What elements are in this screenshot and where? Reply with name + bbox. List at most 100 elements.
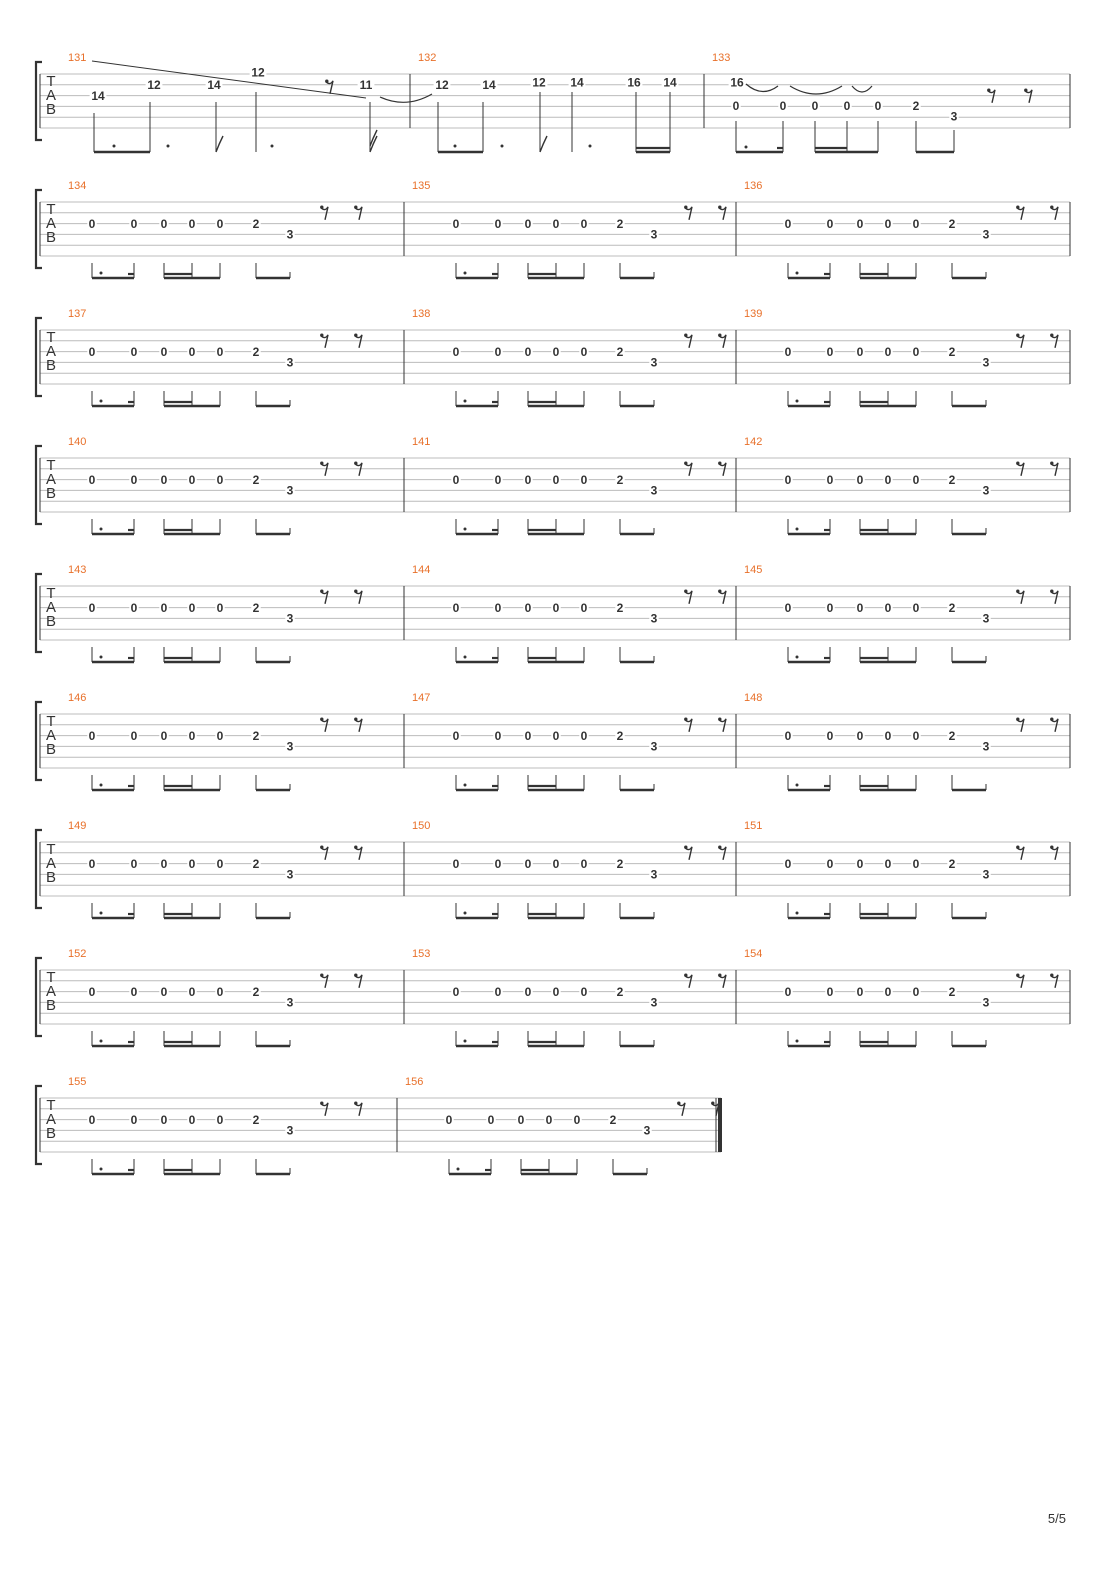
fret-number: 0 <box>553 857 560 871</box>
fret-mask <box>572 1113 582 1127</box>
fret-mask <box>285 995 295 1009</box>
system-bracket <box>34 572 42 654</box>
fret-mask <box>615 473 625 487</box>
fret-mask <box>187 1113 197 1127</box>
fret-mask <box>516 1113 526 1127</box>
dot-augmentation <box>99 783 103 787</box>
fret-number: 0 <box>495 729 502 743</box>
fret-number: 14 <box>482 78 496 92</box>
eighth-rest-dot <box>320 333 324 337</box>
fret-mask <box>486 1113 496 1127</box>
fret-number: 0 <box>89 473 96 487</box>
note-flag <box>539 135 548 153</box>
eighth-rest-dot <box>320 461 324 465</box>
fret-mask <box>187 729 197 743</box>
fret-number: 2 <box>949 217 956 231</box>
fret-number: 2 <box>610 1113 617 1127</box>
dot-augmentation <box>463 399 467 403</box>
fret-number: 0 <box>189 473 196 487</box>
fret-number: 3 <box>983 868 990 882</box>
fret-number: 0 <box>161 217 168 231</box>
fret-mask <box>649 227 659 241</box>
dot-augmentation <box>795 655 799 659</box>
fret-mask <box>947 345 957 359</box>
fret-mask <box>649 483 659 497</box>
eighth-rest-dot <box>684 717 688 721</box>
tab-clef-letter: T <box>46 713 55 730</box>
tab-clef-letter: A <box>46 727 56 744</box>
dot-augmentation <box>99 271 103 275</box>
fret-number: 0 <box>488 1113 495 1127</box>
fret-mask <box>783 729 793 743</box>
fret-number: 14 <box>570 75 584 89</box>
measure: 133 <box>712 52 730 64</box>
fret-number: 2 <box>949 601 956 615</box>
fret-mask <box>911 729 921 743</box>
fret-number: 0 <box>495 217 502 231</box>
measure-number: 149 <box>68 820 86 832</box>
fret-number: 0 <box>553 345 560 359</box>
measure-number: 134 <box>68 180 86 192</box>
fret-number: 0 <box>189 345 196 359</box>
fret-number: 3 <box>287 356 294 370</box>
fret-mask <box>981 739 991 753</box>
fret-number: 0 <box>875 99 882 113</box>
fret-mask <box>251 473 261 487</box>
fret-number: 0 <box>857 729 864 743</box>
fret-number: 0 <box>827 729 834 743</box>
fret-mask <box>451 345 461 359</box>
fret-mask <box>480 78 498 92</box>
fret-mask <box>129 857 139 871</box>
fret-number: 3 <box>983 612 990 626</box>
fret-mask <box>215 857 225 871</box>
fret-mask <box>615 857 625 871</box>
fret-number: 0 <box>885 217 892 231</box>
fret-number: 0 <box>217 985 224 999</box>
fret-mask <box>493 217 503 231</box>
fret-mask <box>215 217 225 231</box>
fret-mask <box>493 729 503 743</box>
fret-mask <box>608 1113 618 1127</box>
dot-augmentation <box>463 655 467 659</box>
fret-mask <box>523 729 533 743</box>
tab-clef-letter: T <box>46 457 55 474</box>
fret-mask <box>911 99 921 113</box>
fret-number: 0 <box>453 985 460 999</box>
fret-number: 0 <box>574 1113 581 1127</box>
tab-clef-letter: B <box>46 997 56 1014</box>
fret-number: 0 <box>785 729 792 743</box>
dot-augmentation <box>463 1039 467 1043</box>
fret-mask <box>883 473 893 487</box>
fret-number: 0 <box>913 601 920 615</box>
fret-mask <box>523 601 533 615</box>
fret-number: 0 <box>89 857 96 871</box>
dot-augmentation <box>99 1167 103 1171</box>
eighth-rest-dot <box>1050 717 1054 721</box>
fret-number: 0 <box>217 601 224 615</box>
fret-mask <box>551 345 561 359</box>
fret-mask <box>947 601 957 615</box>
fret-number: 0 <box>553 729 560 743</box>
system-bracket <box>34 60 42 142</box>
eighth-rest-dot <box>718 461 722 465</box>
eighth-rest-dot <box>325 79 329 83</box>
tab-clef-letter: A <box>46 983 56 1000</box>
fret-mask <box>215 345 225 359</box>
fret-number: 0 <box>553 473 560 487</box>
fret-mask <box>855 473 865 487</box>
fret-mask <box>911 985 921 999</box>
fret-number: 14 <box>91 89 105 103</box>
fret-mask <box>493 985 503 999</box>
fret-number: 12 <box>435 78 449 92</box>
measure-number: 143 <box>68 564 86 576</box>
fret-mask <box>883 217 893 231</box>
eighth-rest-dot <box>1016 845 1020 849</box>
fret-mask <box>825 985 835 999</box>
